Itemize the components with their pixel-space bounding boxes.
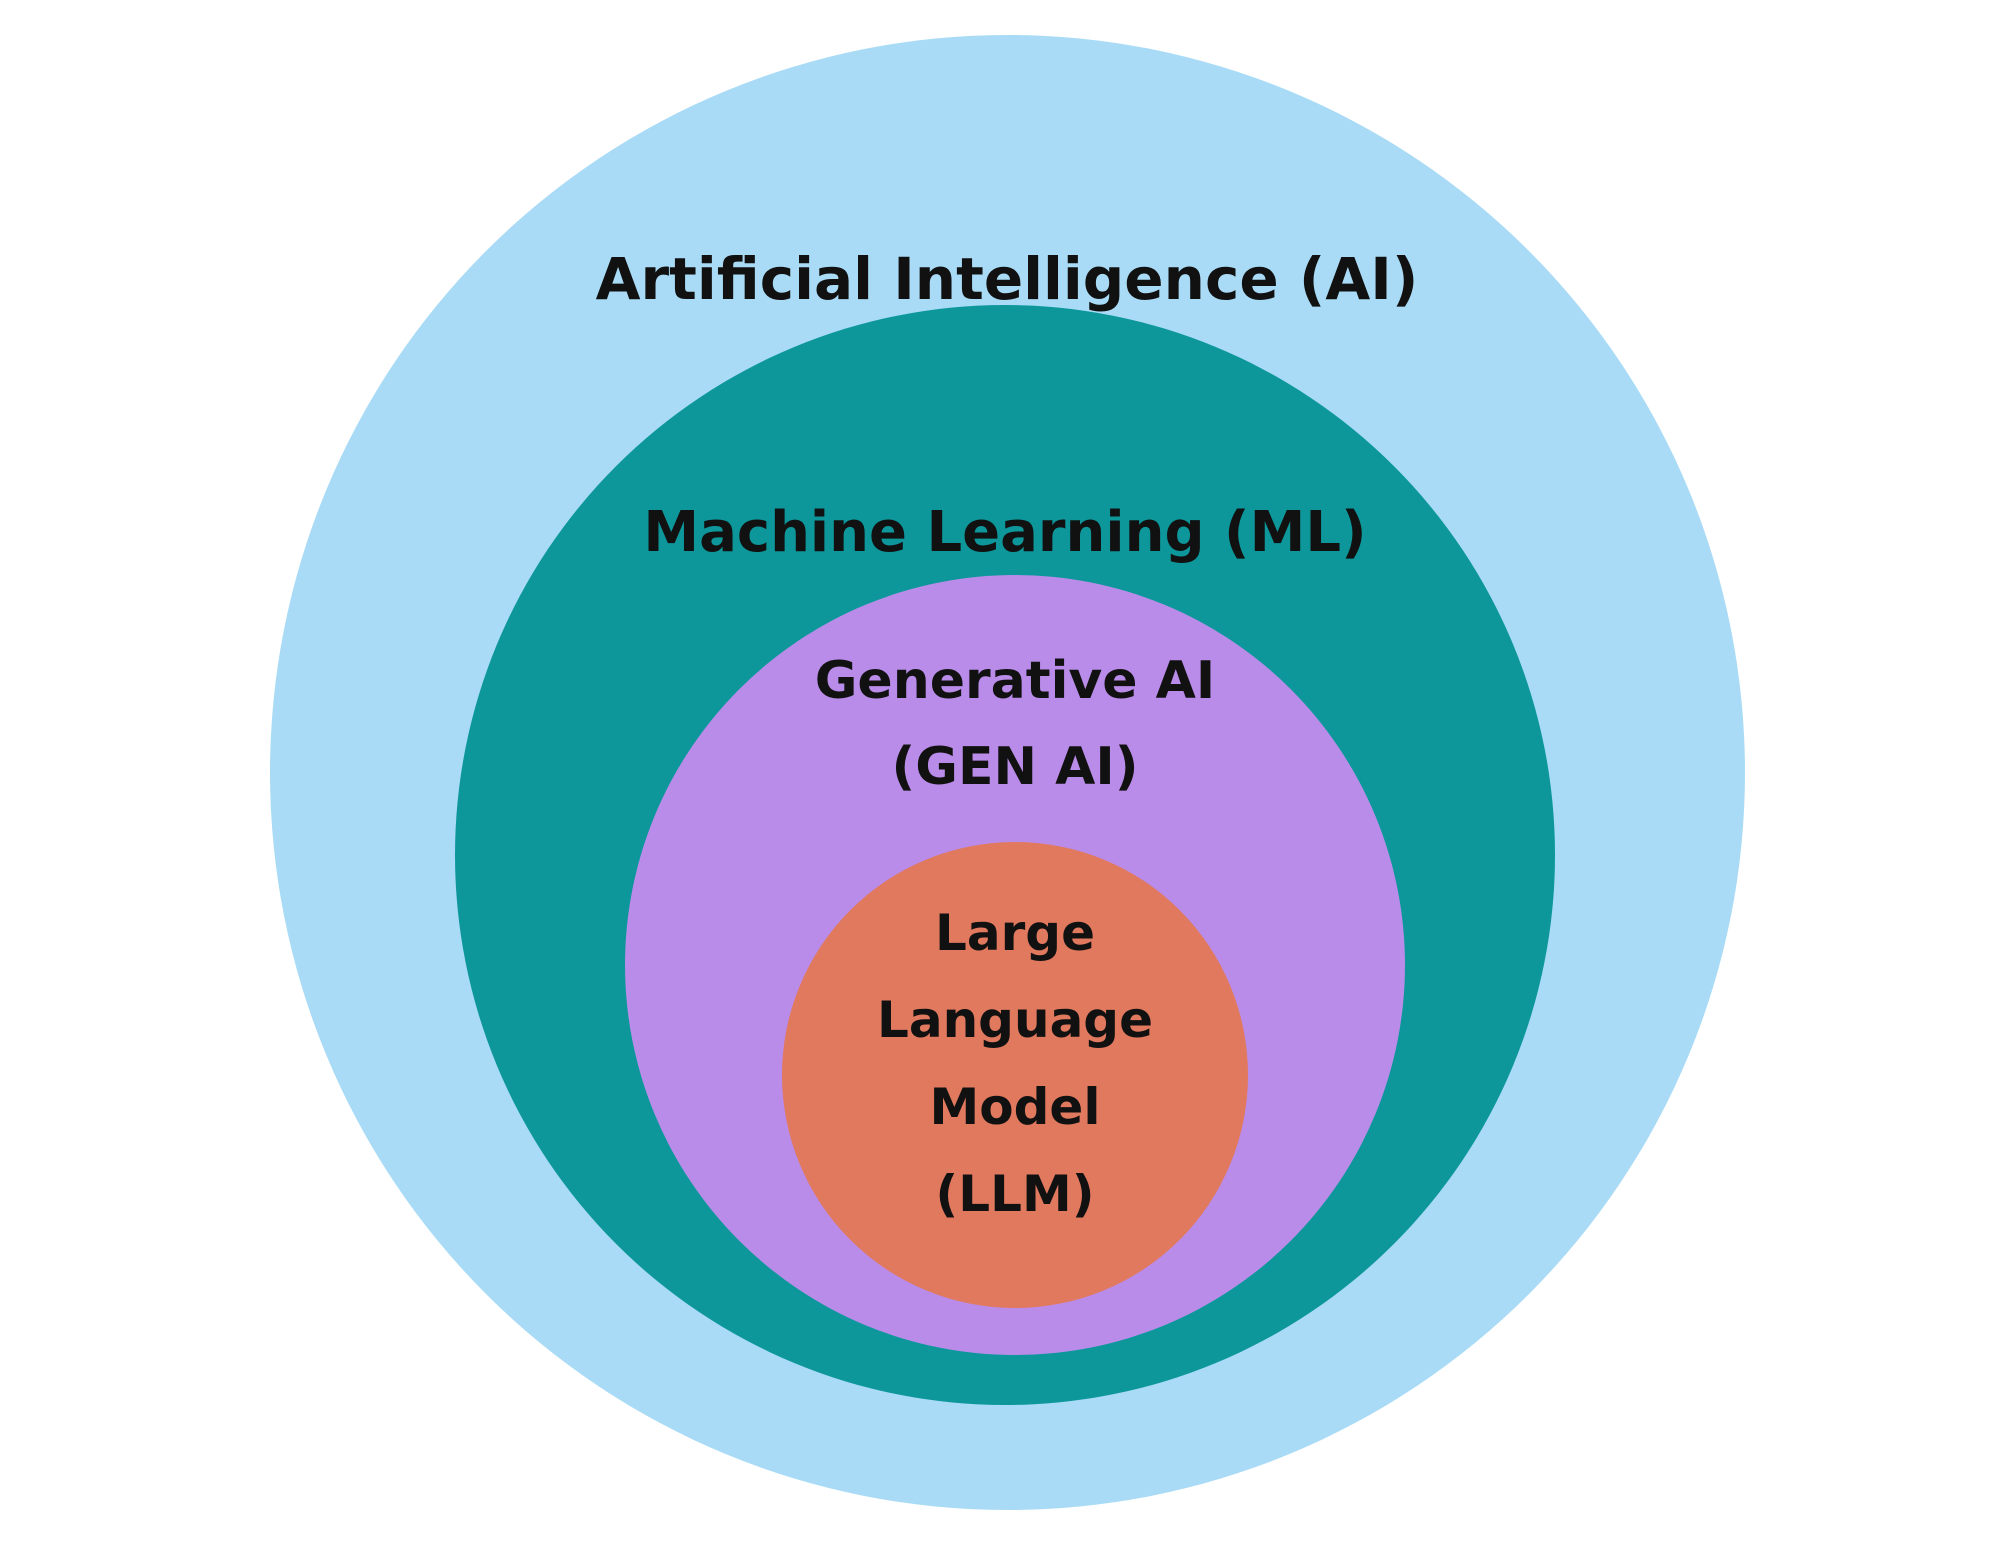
label-artificial-intelligence: Artificial Intelligence (AI): [595, 245, 1419, 313]
label-large-language-model: Large Language Model (LLM): [877, 890, 1153, 1238]
label-llm-line3: Model: [929, 1078, 1101, 1136]
label-machine-learning: Machine Learning (ML): [643, 500, 1367, 565]
label-generative-ai: Generative AI (GEN AI): [815, 638, 1216, 810]
label-generative-ai-line1: Generative AI: [814, 651, 1216, 711]
label-llm-line2: Language: [876, 991, 1154, 1049]
label-llm-line1: Large: [935, 904, 1095, 962]
label-llm-line4: (LLM): [935, 1165, 1095, 1223]
label-generative-ai-line2: (GEN AI): [891, 737, 1139, 797]
circle-large-language-model: [782, 842, 1248, 1308]
